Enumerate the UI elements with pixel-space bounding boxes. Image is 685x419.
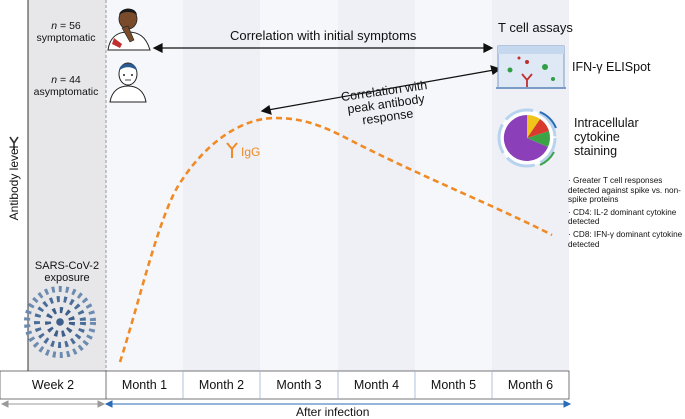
elispot-label: IFN-γ ELISpot <box>572 60 651 74</box>
ics-line3: staining <box>574 144 618 158</box>
exposure-label-line2: exposure <box>44 272 90 284</box>
asymptomatic-cohort-label: n = 44 asymptomatic <box>30 74 102 98</box>
band-month4 <box>338 0 415 371</box>
t-cell-title: T cell assays <box>498 20 573 35</box>
initial-symptoms-arrow <box>152 43 494 53</box>
band-month3 <box>260 0 338 371</box>
timeline-month5: Month 5 <box>430 378 477 392</box>
pie-chart-icon <box>497 108 557 168</box>
symptomatic-label: symptomatic <box>36 32 96 44</box>
after-infection-arrow <box>104 400 572 408</box>
band-month1 <box>106 0 183 371</box>
ics-line1: Intracellular <box>574 116 639 130</box>
n-symbol: n <box>51 74 58 86</box>
igg-curve <box>118 116 553 363</box>
exposure-label: SARS-CoV-2 exposure <box>28 260 106 284</box>
band-month2 <box>183 0 260 371</box>
symptomatic-cohort-label: n = 56 symptomatic <box>30 20 102 44</box>
n-value: = 56 <box>60 20 81 32</box>
finding-item: · CD4: IL-2 dominant cytokine detected <box>568 207 677 227</box>
timeline-month4: Month 4 <box>353 378 400 392</box>
timeline-month3: Month 3 <box>276 378 322 392</box>
timeline-month2: Month 2 <box>198 378 245 392</box>
ics-label: Intracellular cytokine staining <box>574 116 639 158</box>
finding-item: · CD8: IFN-γ dominant cytokine detected <box>568 229 683 249</box>
timeline-box <box>0 370 570 400</box>
t-cell-findings-list: · Greater T cell responses detected agai… <box>568 176 684 252</box>
exposure-label-line1: SARS-CoV-2 <box>34 260 100 272</box>
person-asymptomatic-icon <box>109 62 147 103</box>
after-infection-label: After infection <box>296 405 370 419</box>
week2-span-arrow <box>0 400 106 408</box>
igg-label: IgG <box>241 145 261 159</box>
ics-line2: cytokine <box>574 130 620 144</box>
band-month5 <box>415 0 492 371</box>
timeline-month6: Month 6 <box>507 378 554 392</box>
elispot-well-icon <box>496 45 566 89</box>
antibody-icon <box>9 136 19 150</box>
person-symptomatic-icon <box>107 8 151 51</box>
y-axis-label: Antibody level <box>7 145 21 221</box>
n-symbol: n <box>51 20 58 32</box>
virus-icon <box>24 286 96 358</box>
initial-symptoms-label: Correlation with initial symptoms <box>230 28 417 43</box>
asymptomatic-label: asymptomatic <box>33 86 99 98</box>
timeline-week2: Week 2 <box>31 378 75 392</box>
finding-item: · Greater T cell responses detected agai… <box>568 176 681 205</box>
n-value: = 44 <box>60 74 81 86</box>
igg-antibody-icon <box>226 142 238 158</box>
peak-response-arrow <box>260 65 502 115</box>
timeline-month1: Month 1 <box>121 378 168 392</box>
